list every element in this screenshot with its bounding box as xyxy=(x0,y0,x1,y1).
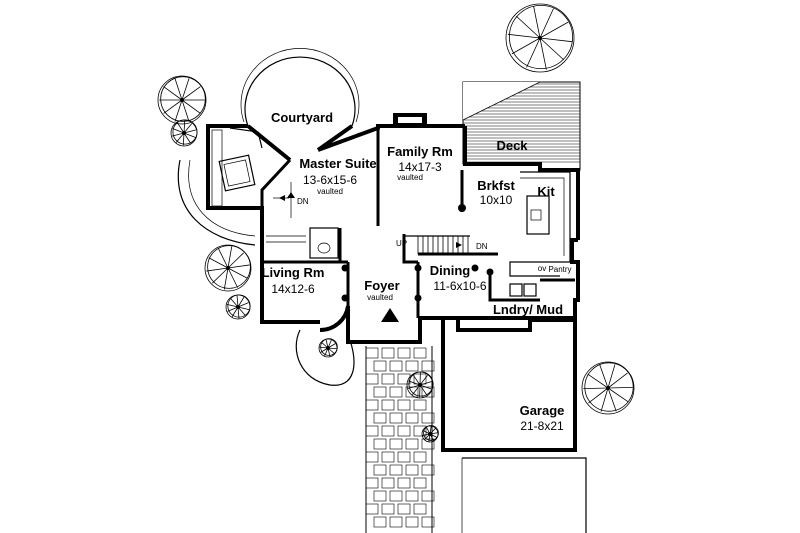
living-room-label: Living Rm xyxy=(262,265,325,280)
living-room-dims: 14x12-6 xyxy=(271,282,315,296)
deck-area xyxy=(462,81,581,171)
stair-up-label: UP xyxy=(396,239,407,248)
breakfast-label: Brkfst xyxy=(477,178,515,193)
front-walk-pavers xyxy=(365,346,435,533)
tree xyxy=(170,119,198,147)
family-room-dims: 14x17-3 xyxy=(398,160,442,174)
breakfast-dims: 10x10 xyxy=(480,193,513,207)
family-room-note: vaulted xyxy=(397,173,423,182)
tree xyxy=(406,371,434,399)
pantry-label: Pantry xyxy=(548,265,571,274)
oven-label: ov xyxy=(538,264,546,273)
tree xyxy=(505,3,575,73)
deck-label: Deck xyxy=(496,138,528,153)
dining-label: Dining xyxy=(430,263,470,278)
foyer-label: Foyer xyxy=(364,278,399,293)
garage-dims: 21-8x21 xyxy=(520,419,564,433)
interior-walls xyxy=(211,127,575,322)
tree xyxy=(157,75,207,125)
dining-dims: 11-6x10-6 xyxy=(433,279,486,293)
tree xyxy=(318,338,338,358)
stair-dn-label: DN xyxy=(476,242,488,251)
kitchen-label: Kit xyxy=(537,184,555,199)
tree xyxy=(204,244,252,292)
landscape-trees xyxy=(157,3,635,443)
foyer-note: vaulted xyxy=(367,293,393,302)
room-labels: Courtyard Master Suite 13-6x15-6 vaulted… xyxy=(262,110,572,433)
courtyard-area xyxy=(240,48,360,127)
garage xyxy=(441,316,587,533)
master-suite-note: vaulted xyxy=(317,187,343,196)
tree xyxy=(581,361,635,415)
family-room-label: Family Rm xyxy=(387,144,453,159)
laundry-label: Lndry/ Mud xyxy=(493,302,563,317)
tree xyxy=(421,425,439,443)
exterior-walls xyxy=(206,113,580,344)
master-suite-dims: 13-6x15-6 xyxy=(303,173,357,187)
front-garden xyxy=(177,159,355,386)
tree xyxy=(225,294,251,320)
garage-label: Garage xyxy=(520,403,565,418)
courtyard-label: Courtyard xyxy=(271,110,333,125)
master-suite-label: Master Suite xyxy=(299,156,376,171)
master-dn-label: DN xyxy=(297,197,309,206)
